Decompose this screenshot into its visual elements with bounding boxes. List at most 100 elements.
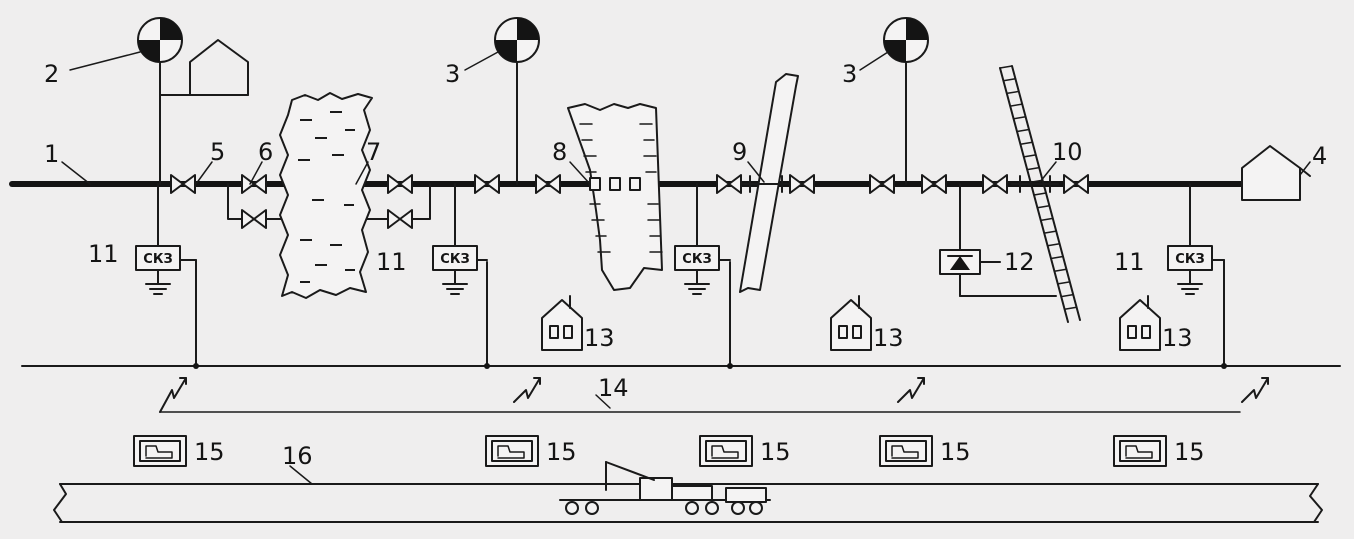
label-1: 1 xyxy=(44,140,59,168)
ruler-ticks xyxy=(579,123,663,253)
label-7: 7 xyxy=(366,138,381,166)
label-14: 14 xyxy=(598,374,629,402)
dwelling-house: 13 xyxy=(1119,295,1193,352)
service-unit: 15 xyxy=(699,435,791,467)
crane-truck-icon xyxy=(559,461,771,515)
railway-sleeper xyxy=(1016,128,1030,133)
label-11a: 11 xyxy=(88,240,119,268)
label-13: 13 xyxy=(584,324,615,352)
railway-sleeper xyxy=(1009,103,1023,107)
swamp-crossing xyxy=(567,103,663,291)
service-unit: 15 xyxy=(133,435,225,467)
railway-sleeper xyxy=(1019,141,1034,145)
railway-sleeper xyxy=(1057,281,1071,285)
valve-icon xyxy=(535,174,561,194)
valve-icon xyxy=(789,174,815,194)
label-10: 10 xyxy=(1052,138,1083,166)
valve-icon xyxy=(921,174,947,194)
label-12: 12 xyxy=(1004,248,1035,276)
railway-sleeper xyxy=(1023,154,1037,158)
valves xyxy=(170,174,1089,229)
service-unit: 15 xyxy=(485,435,577,467)
service-unit: 15 xyxy=(879,435,971,467)
railway-sleeper xyxy=(1006,90,1020,95)
callout-numbers: 1 2 3 3 4 5 6 7 8 9 10 11 11 11 12 14 16 xyxy=(44,60,1327,470)
valve-icon xyxy=(241,209,267,229)
end-station xyxy=(1241,145,1311,201)
skz-station: СКЗ xyxy=(432,183,488,295)
skz-station: СКЗ xyxy=(135,183,197,295)
railway-sleeper xyxy=(1060,293,1074,298)
valve-icon xyxy=(869,174,895,194)
valve-icon xyxy=(241,174,267,194)
railway-sleeper xyxy=(999,65,1013,69)
skz-label: СКЗ xyxy=(682,252,711,267)
house-near-mast xyxy=(159,39,249,96)
skz-label: СКЗ xyxy=(440,252,469,267)
label-15: 15 xyxy=(194,438,225,466)
railway-sleeper xyxy=(1033,192,1047,196)
label-3a: 3 xyxy=(445,60,460,88)
mast-3a xyxy=(494,17,540,185)
label-5: 5 xyxy=(210,138,225,166)
service-unit: 15 xyxy=(1113,435,1205,467)
label-13: 13 xyxy=(873,324,904,352)
casing-9 xyxy=(741,175,793,193)
skz-label: СКЗ xyxy=(1175,252,1204,267)
railway-sleeper xyxy=(1012,116,1027,120)
label-9: 9 xyxy=(732,138,747,166)
railway-sleeper xyxy=(1040,217,1054,222)
railway-sleeper xyxy=(1002,77,1017,82)
railway-sleepers xyxy=(999,65,1078,311)
casing-10 xyxy=(1011,175,1059,193)
valve-icon xyxy=(170,174,196,194)
river xyxy=(279,92,373,299)
label-16: 16 xyxy=(282,442,313,470)
mast-3b xyxy=(883,17,929,185)
mast-2 xyxy=(137,17,183,185)
river-waves xyxy=(298,111,355,283)
valve-icon xyxy=(1063,174,1089,194)
radio-links xyxy=(159,377,1269,413)
label-15: 15 xyxy=(546,438,577,466)
label-13: 13 xyxy=(1162,324,1193,352)
railway-sleeper xyxy=(1063,306,1078,311)
skz-label: СКЗ xyxy=(143,252,172,267)
radio-link-icon xyxy=(159,377,187,413)
label-4: 4 xyxy=(1312,142,1327,170)
service-units: 15 15 15 15 15 xyxy=(133,435,1205,467)
valve-icon xyxy=(474,174,500,194)
label-15: 15 xyxy=(940,438,971,466)
dwelling-house: 13 xyxy=(830,295,904,352)
railway-sleeper xyxy=(1026,166,1040,171)
label-3b: 3 xyxy=(842,60,857,88)
leader-lines xyxy=(61,51,1311,485)
radio-link-icon xyxy=(897,377,925,403)
pipe-couplings xyxy=(589,177,641,191)
railway-sleeper xyxy=(1053,268,1068,272)
radio-link-icon xyxy=(1241,377,1269,403)
service-road xyxy=(53,483,1323,523)
skz-station: СКЗ xyxy=(674,183,731,295)
valve-icon xyxy=(387,174,413,194)
drainage-unit xyxy=(939,183,1057,297)
label-2: 2 xyxy=(44,60,59,88)
railway-sleeper xyxy=(1036,204,1051,209)
valve-icon xyxy=(716,174,742,194)
label-11c: 11 xyxy=(1114,248,1145,276)
dwellings: 13 13 13 xyxy=(541,295,1193,352)
railway-sleeper xyxy=(1050,255,1064,260)
radio-link-icon xyxy=(513,377,541,403)
skz-station: СКЗ xyxy=(1167,183,1225,295)
label-6: 6 xyxy=(258,138,273,166)
label-15: 15 xyxy=(1174,438,1205,466)
label-8: 8 xyxy=(552,138,567,166)
label-11b: 11 xyxy=(376,248,407,276)
label-15: 15 xyxy=(760,438,791,466)
valve-icon xyxy=(387,209,413,229)
railway-sleeper xyxy=(1046,243,1061,247)
dwelling-house: 13 xyxy=(541,295,615,352)
railway-sleeper xyxy=(1043,230,1057,234)
cathodic-stations: СКЗ СКЗ СКЗ СКЗ xyxy=(135,183,1225,295)
